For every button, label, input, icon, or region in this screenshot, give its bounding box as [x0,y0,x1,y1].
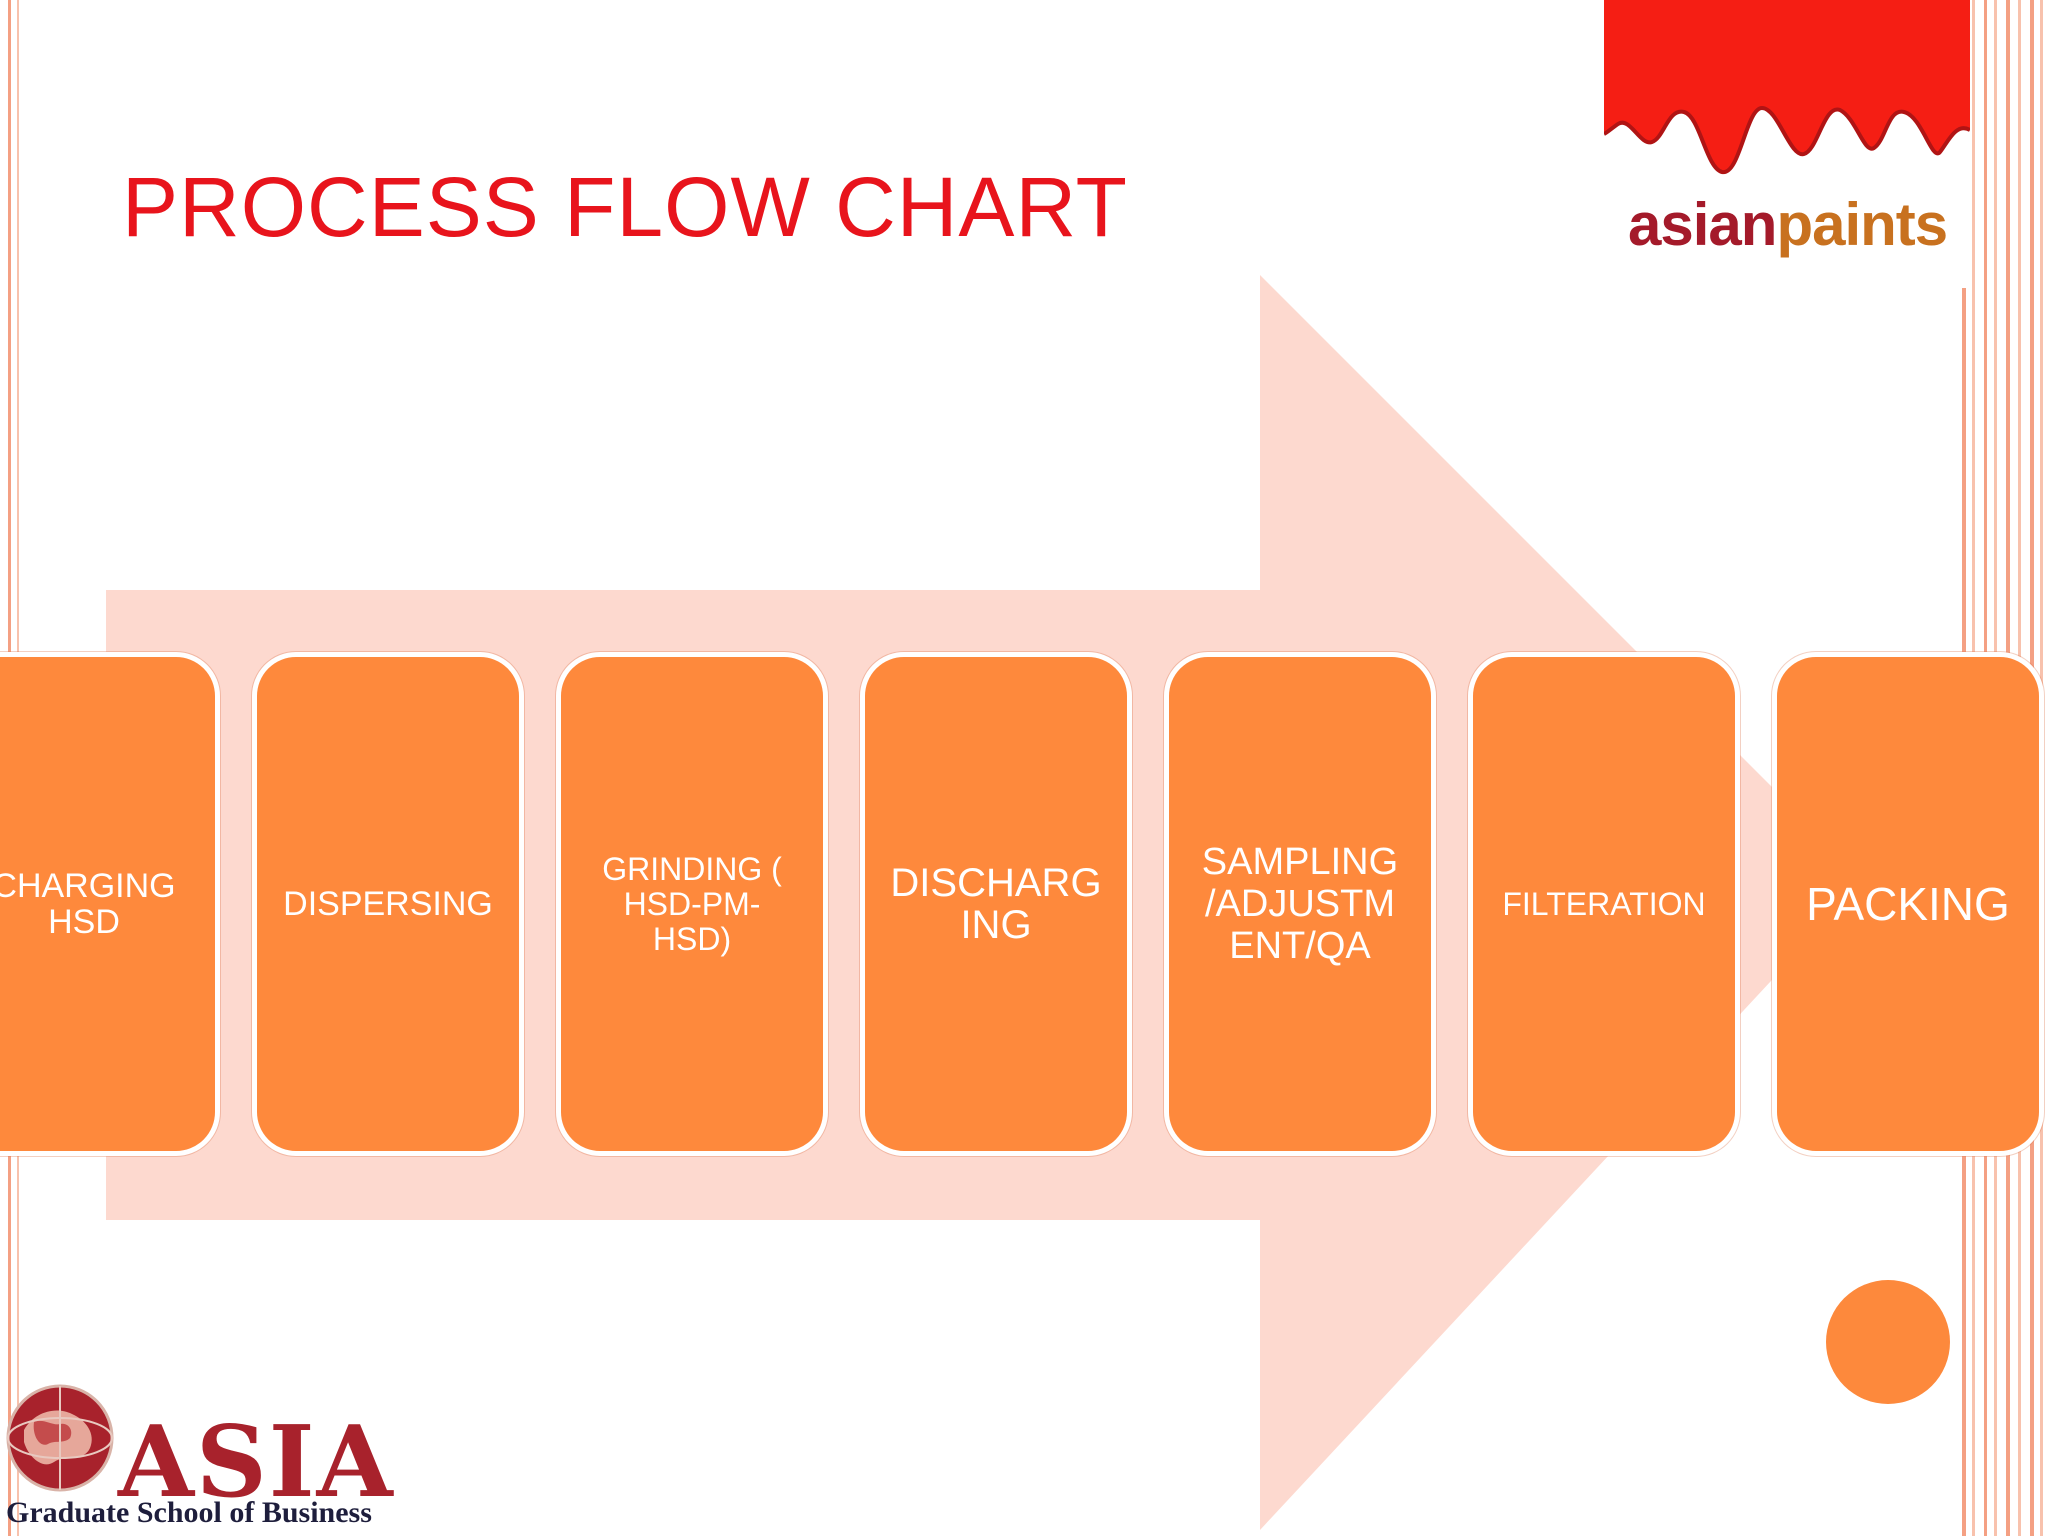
asianpaints-word-asian: asian [1628,191,1777,258]
accent-circle [1826,1280,1950,1404]
asia-school-logo: ASIA Graduate School of Business [0,1376,410,1536]
globe-icon [6,1384,114,1492]
step-label: SAMPLING /ADJUSTMENT/QA [1201,841,1399,967]
step-label: DISPERSING [283,885,493,923]
asianpaints-logo: asianpaints [1604,0,1970,288]
asia-tagline: Graduate School of Business [6,1496,372,1529]
step-label: GRINDING ( HSD-PM-HSD) [602,850,782,957]
step-discharging: DISCHARGING [860,652,1132,1156]
step-label: FILTERATION [1502,886,1706,922]
page-title: PROCESS FLOW CHART [122,160,1128,254]
step-label: DISCHARGING [890,861,1102,947]
paint-drip-graphic [1604,0,1970,174]
step-packing: PACKING [1772,652,2044,1156]
step-filteration: FILTERATION [1468,652,1740,1156]
step-dispersing: DISPERSING [252,652,524,1156]
step-label: CHARGING HSD [0,867,176,941]
step-grinding: GRINDING ( HSD-PM-HSD) [556,652,828,1156]
step-sampling-adjustment-qa: SAMPLING /ADJUSTMENT/QA [1164,652,1436,1156]
step-label: PACKING [1806,878,2010,930]
asianpaints-word-paints: paints [1776,191,1948,258]
asianpaints-wordmark: asianpaints [1628,195,1948,255]
step-charging-hsd: CHARGING HSD [0,652,220,1156]
asia-wordmark: ASIA [118,1405,395,1520]
